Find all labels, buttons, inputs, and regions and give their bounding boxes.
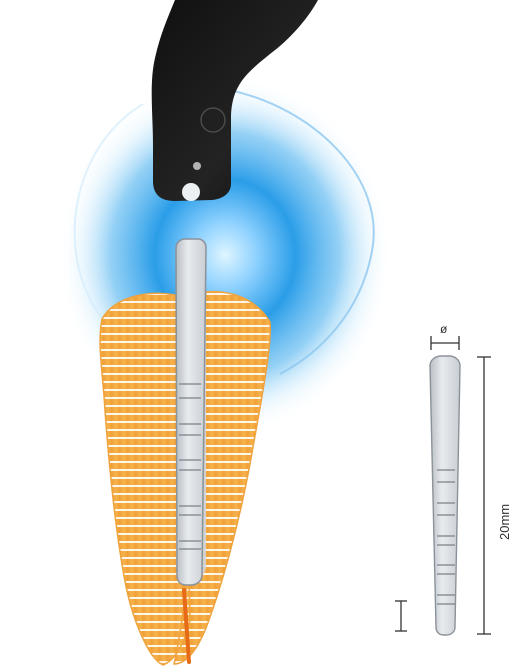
diameter-annotation: ø: [431, 322, 459, 350]
instrument-light-icon: [182, 183, 200, 201]
small-scale-marker: [395, 601, 407, 631]
instrument-ring-icon: [201, 108, 225, 132]
length-label: 20mm: [497, 504, 512, 540]
fiber-post-illustration: [430, 356, 460, 635]
length-annotation: 20mm: [477, 357, 512, 634]
diameter-label: ø: [440, 322, 448, 336]
instrument-dot-icon: [193, 162, 201, 170]
fiber-post-in-tooth: [176, 239, 206, 585]
